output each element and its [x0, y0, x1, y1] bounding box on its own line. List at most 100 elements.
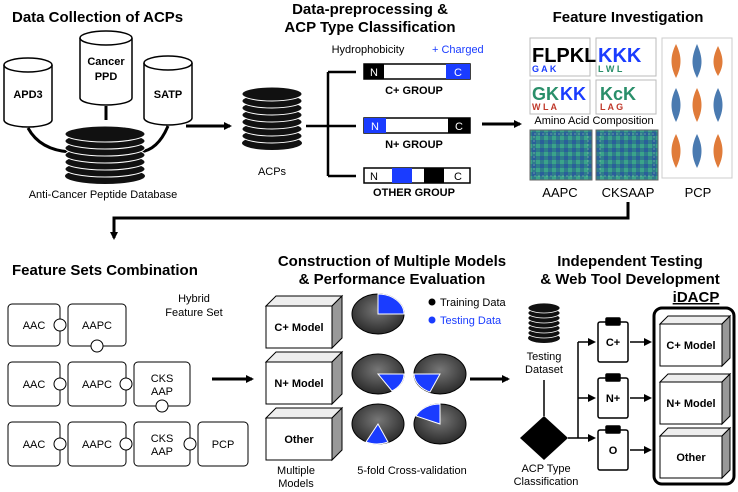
heatmap-cksaap	[595, 129, 659, 181]
db-satp-label: SATP	[154, 89, 183, 101]
sequence-logo-4: KcK L A G	[595, 79, 657, 115]
piece-cks-3a: CKS	[151, 433, 174, 445]
legend-dot-testing	[428, 316, 436, 324]
heatmap-aapc	[529, 129, 593, 181]
tool-model-cplus: C+ Model	[666, 340, 715, 352]
stage4-title: Feature Sets Combination	[12, 262, 198, 279]
sequence-logo-3: GK KK W L A	[529, 79, 591, 115]
feature-label-cksaap: CKSAAP	[602, 185, 655, 200]
stage5-title-1: Construction of Multiple Models	[278, 253, 506, 270]
cv-label: 5-fold Cross-validation	[357, 465, 466, 477]
stage1-title: Data Collection of ACPs	[12, 9, 183, 26]
svg-text:L A G: L A G	[600, 102, 623, 112]
classifier-branches	[568, 338, 596, 442]
svg-text:G A K: G A K	[532, 64, 557, 74]
group-name-nplus: N+ GROUP	[385, 139, 443, 151]
sequence-logo-1: FLPKL G A K	[529, 37, 596, 77]
db-cancer-label-2: PPD	[95, 71, 118, 83]
piece-cks-2a: CKS	[151, 373, 174, 385]
svg-text:L W L: L W L	[598, 64, 623, 74]
acps-label: ACPs	[258, 166, 287, 178]
piece-aapc-2: AAPC	[82, 379, 112, 391]
svg-text:KcK: KcK	[600, 84, 636, 104]
svg-text:W L A: W L A	[532, 102, 557, 112]
database-satp: SATP	[143, 55, 193, 126]
piece-aac-3: AAC	[23, 439, 46, 451]
stage6-title-2: & Web Tool Development	[540, 271, 719, 288]
stage2-title-2: ACP Type Classification	[284, 19, 455, 36]
multiple-models-1: Multiple	[277, 465, 315, 477]
tool-model-nplus: N+ Model	[666, 398, 715, 410]
stage2-title-1: Data-preprocessing &	[292, 1, 448, 18]
database-apd3: APD3	[3, 57, 53, 128]
testing-label-2: Dataset	[525, 364, 563, 376]
acps-stack	[241, 86, 303, 150]
group-name-other: OTHER GROUP	[373, 187, 455, 199]
clipboard-arrows	[630, 338, 652, 454]
classifier-diamond	[520, 416, 568, 460]
svg-text:KKK: KKK	[598, 45, 642, 67]
central-database-stack	[64, 125, 146, 184]
testing-label-1: Testing	[527, 351, 562, 363]
hybrid-label-2: Feature Set	[165, 307, 222, 319]
tool-name: iDACP	[673, 289, 720, 306]
stage3-title: Feature Investigation	[553, 9, 704, 26]
testing-dataset-stack	[527, 302, 561, 343]
hydrophobicity-label: Hydrophobicity	[332, 44, 405, 56]
classification-label-2: Classification	[514, 476, 579, 488]
svg-text:FLPKL: FLPKL	[532, 45, 596, 67]
piece-aapc-3: AAPC	[82, 439, 112, 451]
clipboard-nplus: N+	[606, 393, 620, 405]
clipboard-cplus: C+	[606, 337, 620, 349]
stage1-caption: Anti-Cancer Peptide Database	[29, 189, 178, 201]
multiple-models-2: Models	[278, 478, 314, 490]
piece-aac-1: AAC	[23, 320, 46, 332]
group-name-cplus: C+ GROUP	[385, 85, 443, 97]
svg-text:KK: KK	[560, 84, 586, 104]
cplus-n-letter: N	[370, 67, 378, 79]
group-bar-cplus: N C	[363, 63, 471, 80]
database-cancer-ppd: Cancer PPD	[79, 30, 133, 106]
nplus-n-letter: N	[371, 121, 379, 133]
piece-aapc-1: AAPC	[82, 320, 112, 332]
model-cplus-label: C+ Model	[274, 322, 323, 334]
group-bar-nplus: N C	[363, 117, 471, 134]
tool-model-boxes	[658, 314, 732, 480]
puzzle-pieces	[7, 303, 249, 467]
clipboards	[597, 317, 629, 471]
model-boxes	[264, 294, 344, 462]
cplus-c-letter: C	[454, 67, 462, 79]
other-c-letter: C	[454, 171, 462, 183]
hybrid-label-1: Hybrid	[178, 293, 210, 305]
connector-3-to-4	[110, 202, 630, 240]
nplus-c-letter: C	[455, 121, 463, 133]
violin-plots	[661, 37, 733, 179]
model-other-label: Other	[284, 434, 314, 446]
other-n-letter: N	[370, 171, 378, 183]
stage6-title-1: Independent Testing	[557, 253, 703, 270]
db-cancer-label-1: Cancer	[87, 56, 125, 68]
group-bracket	[306, 70, 356, 178]
aa-composition-label: Amino Acid Composition	[534, 115, 653, 127]
piece-cks-2b: AAP	[151, 386, 173, 398]
tool-model-other: Other	[676, 452, 706, 464]
feature-label-aapc: AAPC	[542, 185, 577, 200]
feature-label-pcp: PCP	[685, 185, 712, 200]
classification-label-1: ACP Type	[521, 463, 570, 475]
cv-pies	[351, 293, 467, 445]
legend-dot-training	[428, 298, 436, 306]
clipboard-other: O	[609, 445, 618, 457]
charged-label: + Charged	[432, 44, 484, 56]
piece-pcp: PCP	[212, 439, 235, 451]
db-apd3-label: APD3	[13, 89, 42, 101]
piece-aac-2: AAC	[23, 379, 46, 391]
svg-text:GK: GK	[532, 84, 559, 104]
group-bar-other: N C	[363, 167, 471, 184]
connector-lines	[26, 106, 170, 154]
piece-cks-3b: AAP	[151, 446, 173, 458]
model-nplus-label: N+ Model	[274, 378, 323, 390]
sequence-logo-2: KKK L W L	[595, 37, 657, 77]
legend-testing: Testing Data	[440, 315, 502, 327]
legend-training: Training Data	[440, 297, 507, 309]
